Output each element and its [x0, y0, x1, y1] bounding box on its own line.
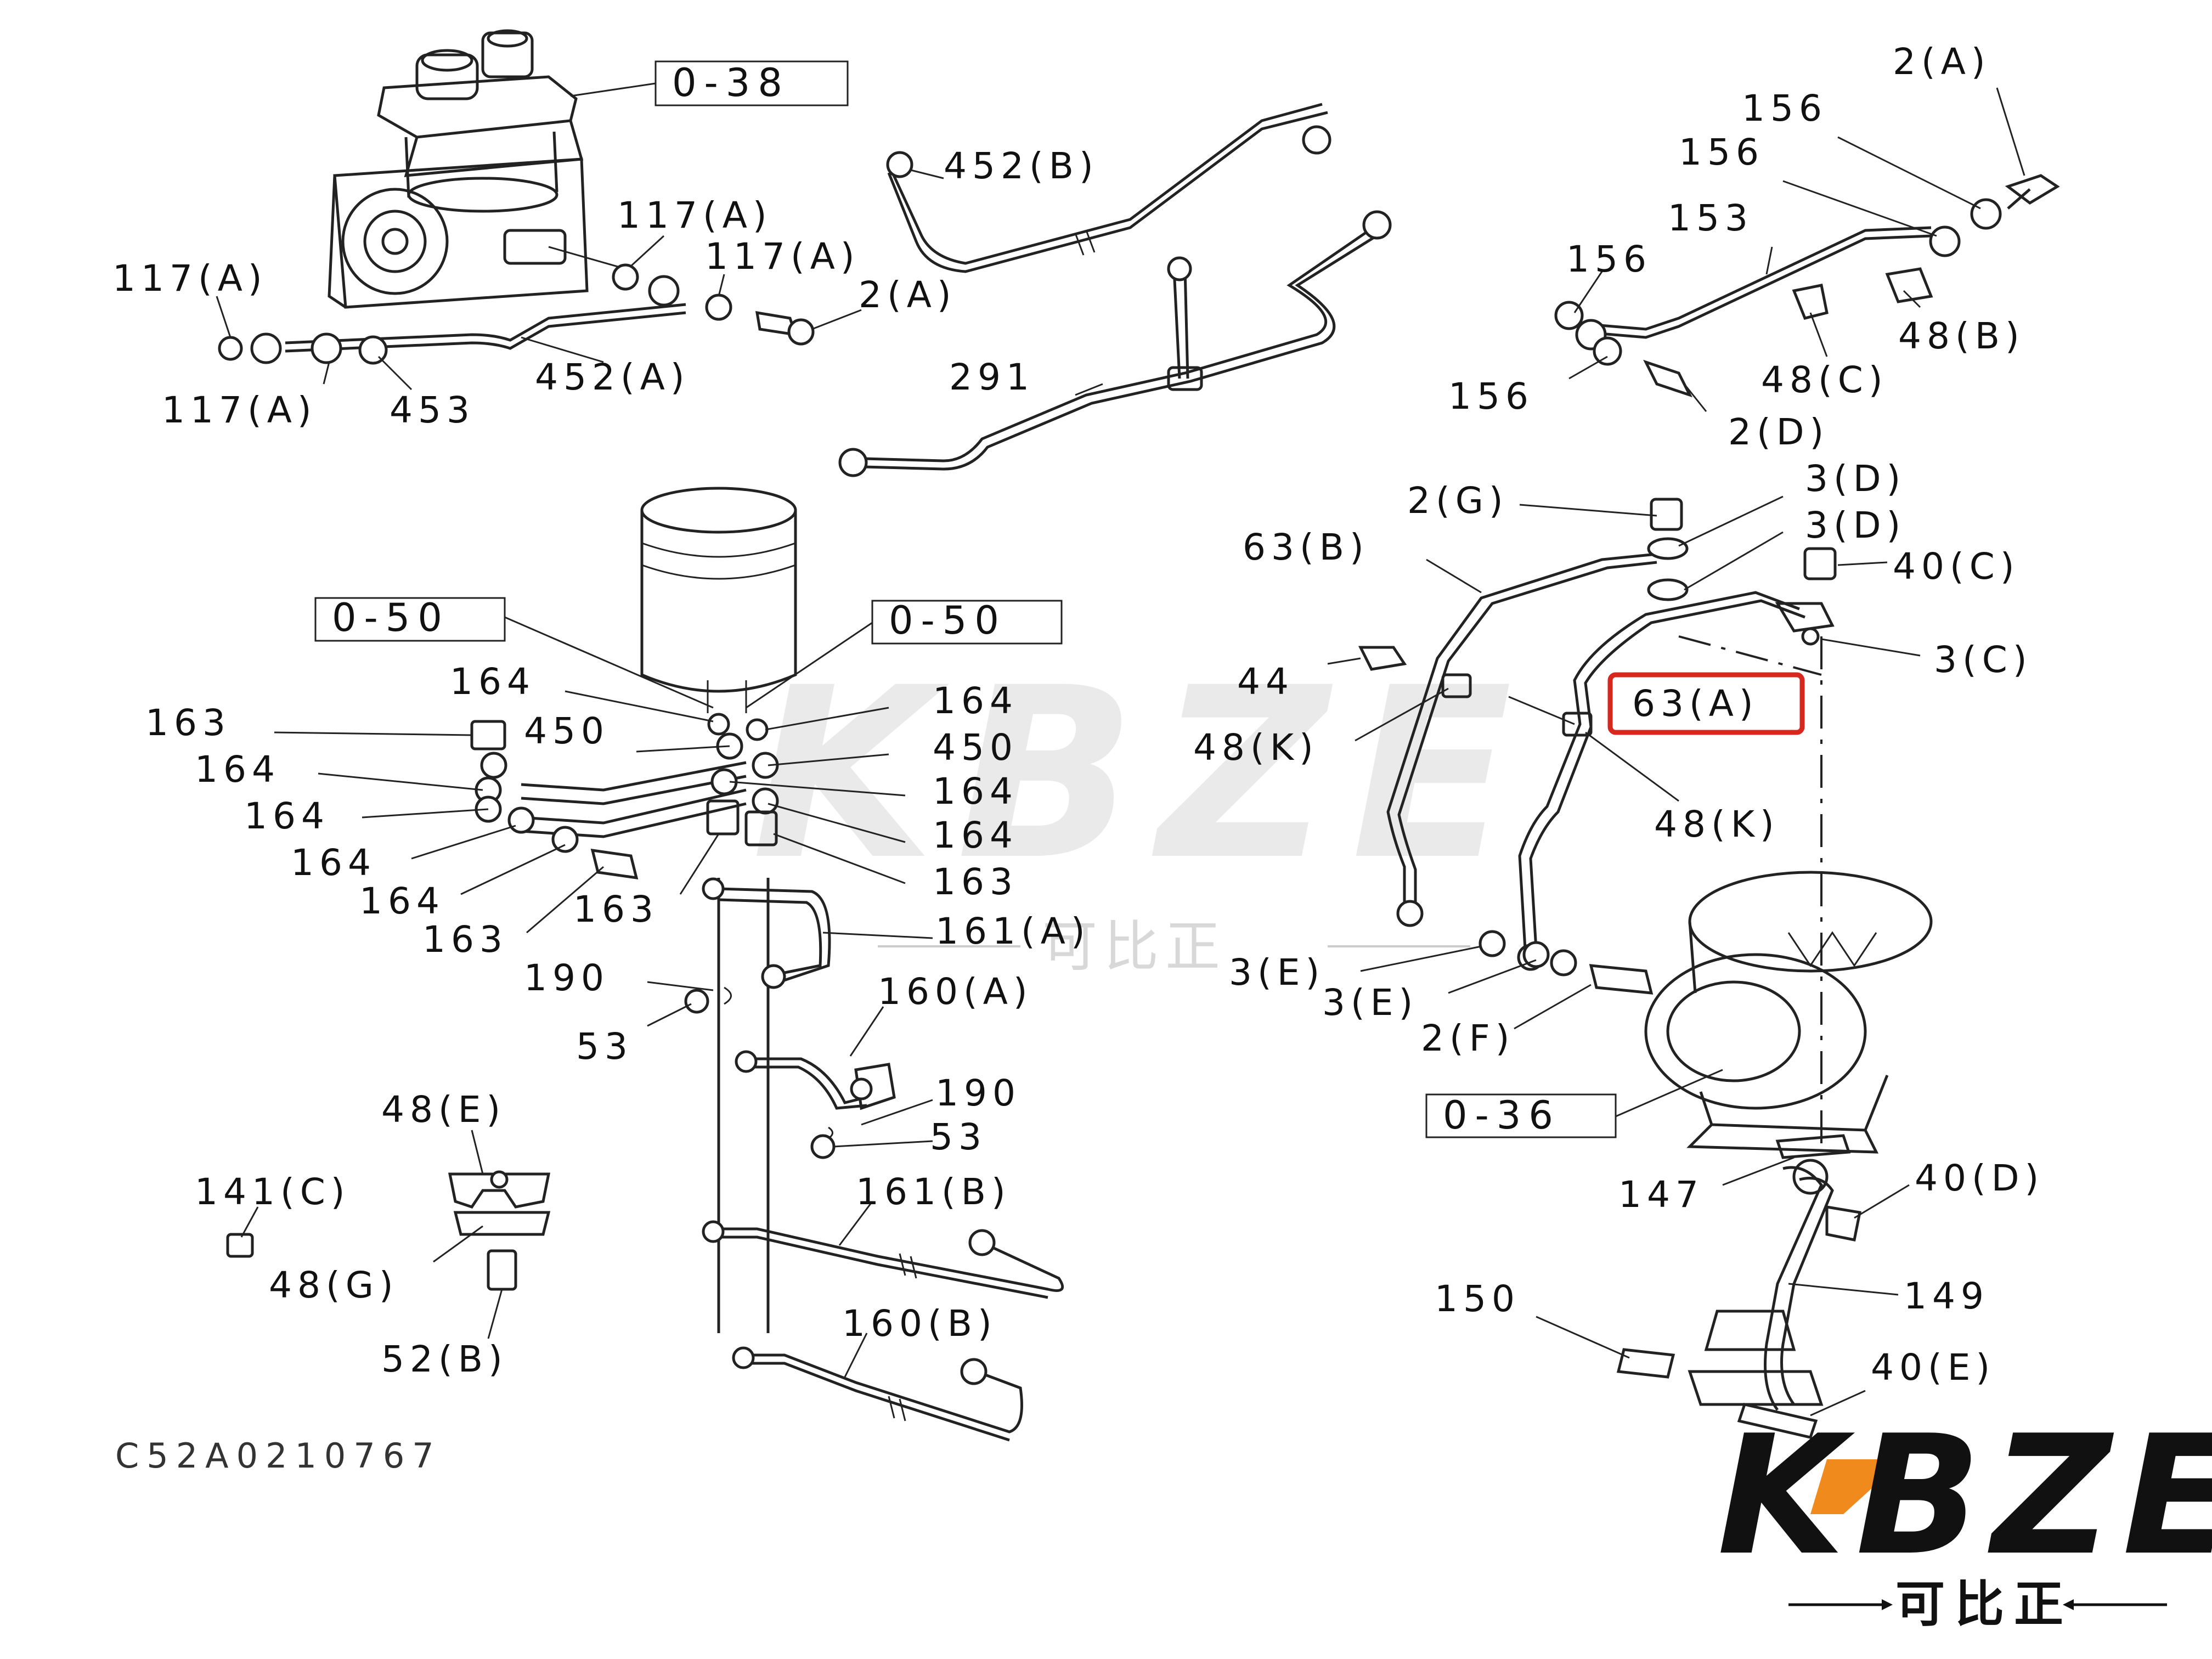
brand-logo: KBZE 可比正	[1717, 1400, 2212, 1633]
label-117a: 117(A)	[617, 194, 772, 236]
label-3d: 3(D)	[1805, 504, 1906, 546]
label-147: 147	[1618, 1173, 1704, 1216]
label-450: 450	[933, 726, 1018, 769]
label-163: 163	[573, 888, 659, 930]
label-452b: 452(B)	[944, 145, 1099, 187]
label-156: 156	[1742, 87, 1827, 129]
label-450: 450	[524, 710, 610, 752]
label-117a: 117(A)	[705, 235, 860, 278]
label-48b: 48(B)	[1898, 315, 2025, 357]
label-164: 164	[195, 748, 280, 791]
label-48e: 48(E)	[381, 1088, 506, 1131]
label-150: 150	[1435, 1278, 1520, 1320]
label-117a: 117(A)	[162, 389, 317, 431]
label-163: 163	[145, 702, 231, 744]
label-3d: 3(D)	[1805, 458, 1906, 500]
label-53: 53	[576, 1025, 633, 1068]
drawing-code: C52A0210767	[115, 1436, 442, 1476]
label-117a: 117(A)	[112, 257, 268, 300]
label-156: 156	[1679, 131, 1764, 173]
watermark-chinese: 可比正	[1042, 915, 1227, 979]
label-48g: 48(G)	[269, 1264, 399, 1306]
label-2d: 2(D)	[1728, 411, 1829, 453]
label-291: 291	[949, 356, 1035, 398]
turbocharger	[1644, 871, 1933, 1154]
label-48c: 48(C)	[1761, 359, 1888, 401]
label-164: 164	[450, 661, 535, 703]
label-164: 164	[359, 880, 445, 922]
air-compressor	[328, 29, 626, 309]
label-40e: 40(E)	[1871, 1346, 1995, 1389]
label-52b: 52(B)	[381, 1338, 508, 1380]
label-190: 190	[935, 1072, 1021, 1114]
label-161a: 161(A)	[935, 910, 1091, 952]
callout-labels: 117(A) 117(A) 117(A) 117(A) 453 452(A) 2…	[112, 41, 2044, 1389]
ref-box-0-50-left: 0-50	[332, 595, 450, 640]
label-164: 164	[291, 842, 376, 884]
label-149: 149	[1904, 1275, 1989, 1317]
label-153: 153	[1668, 197, 1753, 239]
label-160b: 160(B)	[842, 1302, 997, 1345]
label-453: 453	[390, 389, 475, 431]
label-2a: 2(A)	[859, 274, 957, 316]
label-40c: 40(C)	[1893, 545, 2020, 588]
label-2a: 2(A)	[1893, 41, 1991, 83]
label-48k: 48(K)	[1193, 726, 1319, 769]
leader-lines	[216, 87, 2025, 1417]
label-40d: 40(D)	[1915, 1157, 2044, 1199]
label-156: 156	[1448, 375, 1534, 417]
logo-brand: KBZE	[1717, 1400, 2212, 1592]
ref-box-0-36: 0-36	[1443, 1093, 1561, 1138]
label-190: 190	[524, 957, 610, 999]
ref-box-0-38: 0-38	[672, 60, 790, 105]
watermark: KBZE 可比正	[752, 637, 1534, 979]
label-44: 44	[1237, 661, 1294, 703]
logo-accent-mark	[1810, 1459, 1904, 1514]
logo-chinese: 可比正	[1895, 1576, 2073, 1633]
label-141c: 141(C)	[195, 1171, 351, 1213]
label-3e: 3(E)	[1322, 981, 1418, 1024]
label-63a: 63(A)	[1632, 682, 1759, 725]
label-160a: 160(A)	[878, 970, 1033, 1013]
label-163: 163	[933, 861, 1018, 903]
watermark-brand: KBZE	[752, 637, 1534, 912]
label-164: 164	[933, 770, 1018, 812]
label-63b: 63(B)	[1243, 526, 1369, 568]
label-161b: 161(B)	[856, 1171, 1011, 1213]
label-2f: 2(F)	[1421, 1017, 1515, 1059]
label-3e: 3(E)	[1229, 951, 1325, 994]
ref-box-0-50-right: 0-50	[889, 598, 1007, 643]
label-48k: 48(K)	[1654, 803, 1780, 845]
filter-assembly	[640, 487, 797, 713]
label-164: 164	[244, 795, 330, 837]
highlight-box-63a	[1607, 672, 1805, 735]
label-164: 164	[933, 680, 1018, 722]
label-53: 53	[930, 1116, 987, 1158]
label-164: 164	[933, 814, 1018, 856]
label-3c: 3(C)	[1934, 639, 2033, 681]
label-2g: 2(G)	[1407, 479, 1509, 522]
label-452a: 452(A)	[535, 356, 690, 398]
label-163: 163	[422, 918, 508, 961]
label-156: 156	[1566, 238, 1652, 280]
